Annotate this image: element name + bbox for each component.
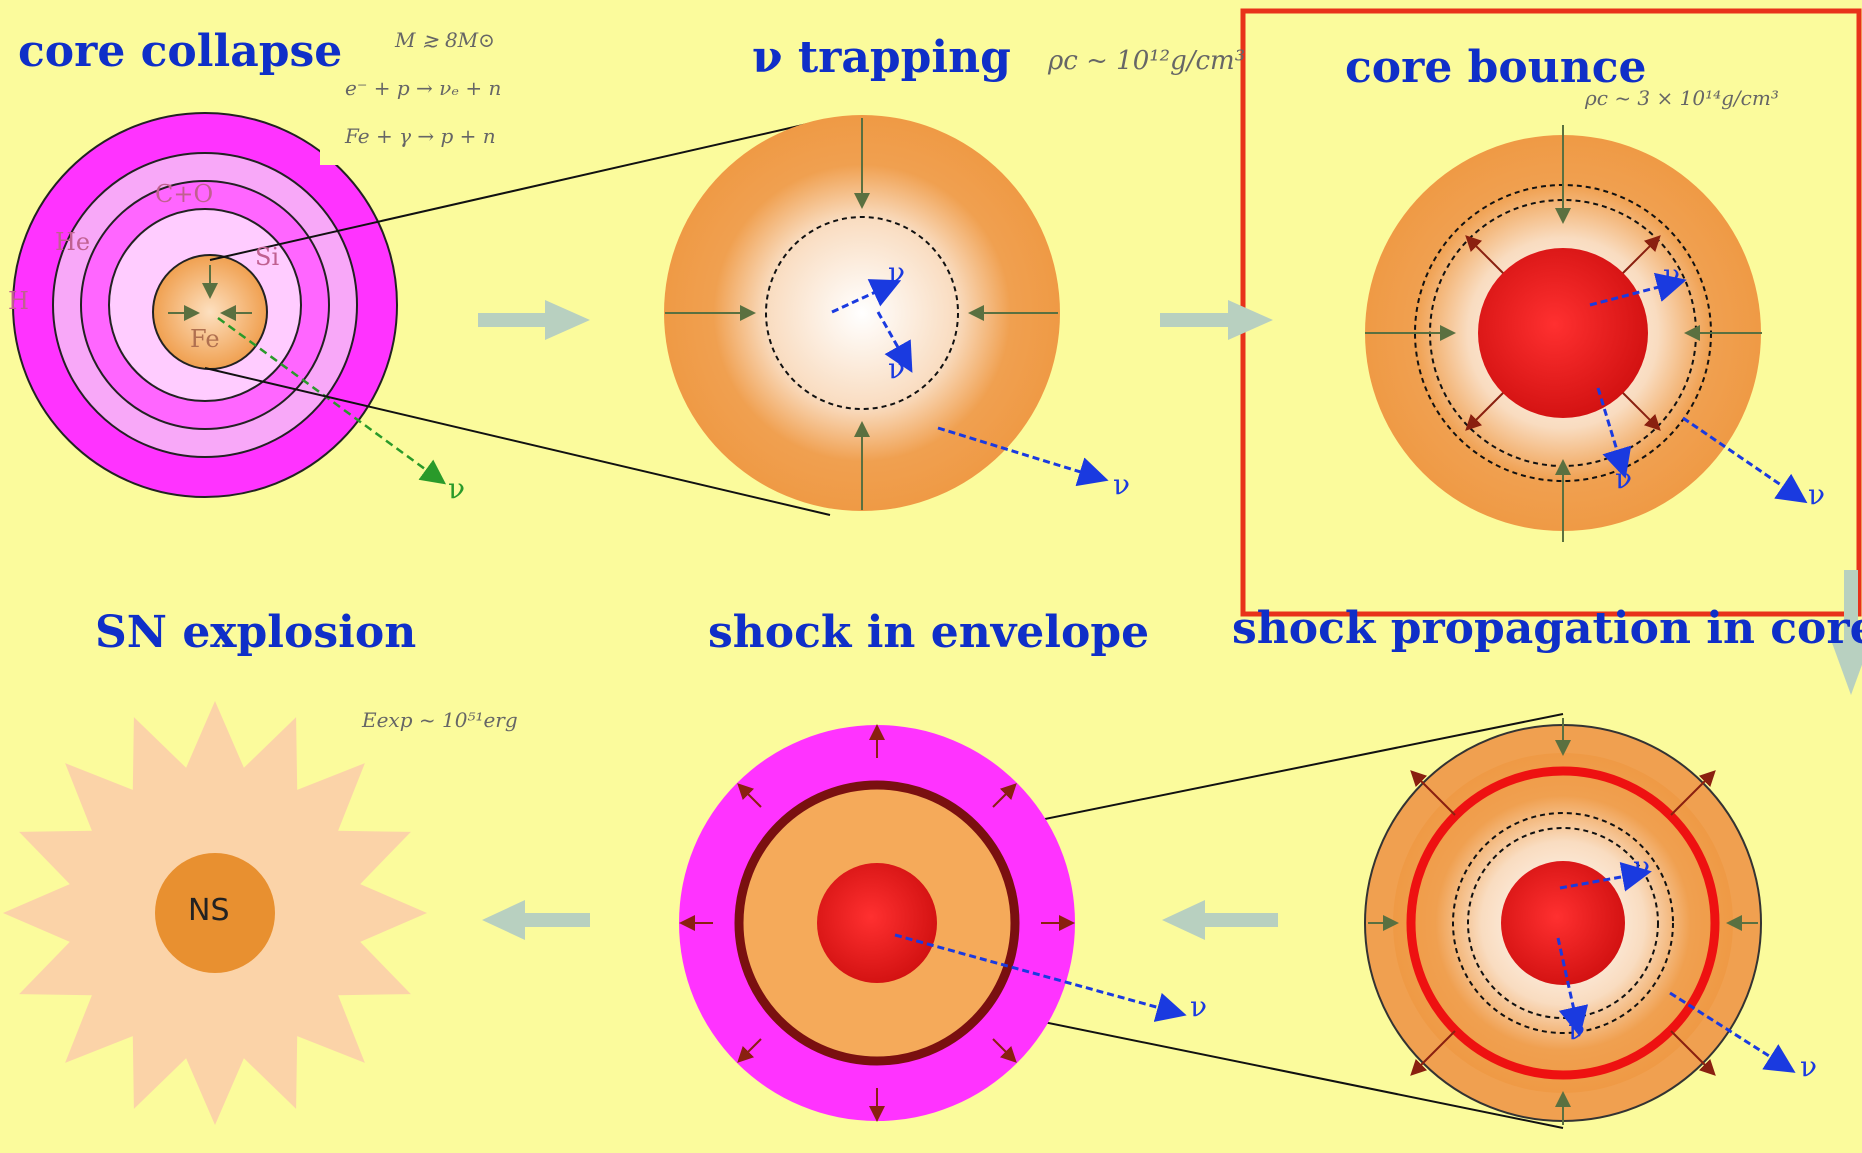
trapping-core	[664, 115, 1109, 511]
shock-core	[1364, 718, 1796, 1125]
sn-explosion	[3, 701, 427, 1125]
flow-arrows	[478, 300, 1862, 940]
nu-label-1: ν	[448, 472, 466, 505]
eq-capture: e⁻ + p → νₑ + n	[345, 76, 502, 100]
title-core-bounce: core bounce	[1345, 42, 1647, 93]
eq-bounce-density: ρc ~ 3 × 10¹⁴g/cm³	[1585, 86, 1779, 110]
nu-label-11: ν	[1800, 1050, 1818, 1083]
nu-label-3: ν	[888, 352, 906, 385]
shock-envelope	[679, 724, 1187, 1122]
title-shock-core: shock propagation in core	[1232, 603, 1862, 654]
eq-trap-density: ρc ~ 10¹²g/cm³	[1048, 46, 1246, 76]
nu-label-2: ν	[888, 256, 906, 289]
label-fe: Fe	[190, 325, 220, 353]
onion-star	[12, 95, 447, 498]
zoom-lines-1	[204, 119, 831, 516]
label-h: H	[8, 287, 29, 315]
eq-energy: Eexp ~ 10⁵¹erg	[362, 708, 518, 732]
nu-label-8: ν	[1190, 990, 1208, 1023]
eq-photodis: Fe + γ → p + n	[345, 124, 496, 148]
title-nu-trapping: ν trapping	[752, 32, 1011, 83]
label-si: Si	[255, 243, 280, 271]
nu-label-9: ν	[1633, 850, 1651, 883]
nu-label-4: ν	[1113, 468, 1131, 501]
nu-label-10: ν	[1568, 1013, 1586, 1046]
nu-label-6: ν	[1615, 462, 1633, 495]
label-he: He	[55, 228, 91, 256]
title-shock-envelope: shock in envelope	[708, 607, 1150, 658]
title-sn-explosion: SN explosion	[95, 607, 417, 658]
title-core-collapse: core collapse	[18, 26, 343, 77]
bounce-core	[1365, 125, 1808, 542]
label-co: C+O	[155, 180, 214, 208]
nu-label-5: ν	[1663, 258, 1681, 291]
ns-label: NS	[188, 893, 230, 928]
eq-mass: M ≳ 8M⊙	[395, 28, 495, 52]
nu-label-7: ν	[1808, 478, 1826, 511]
